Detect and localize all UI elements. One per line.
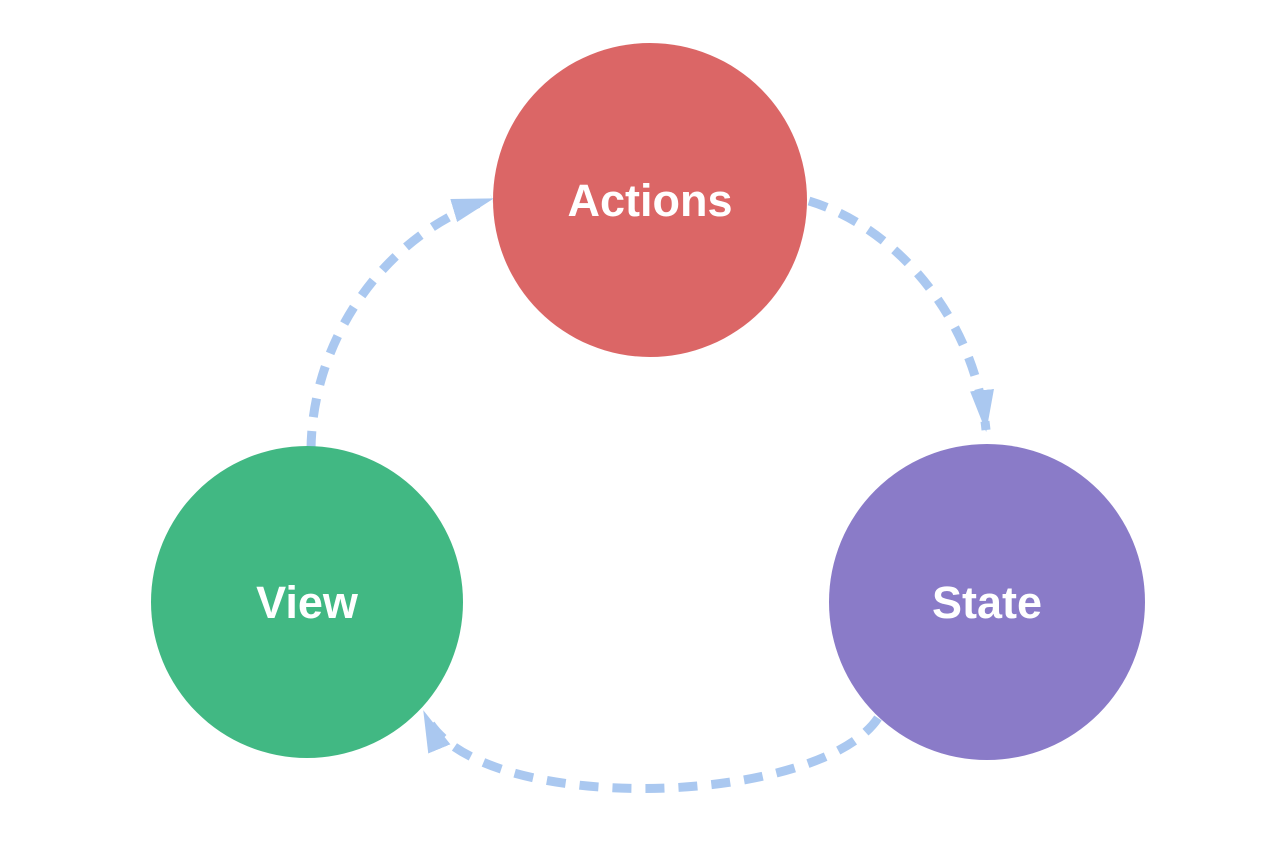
- actions-label: Actions: [567, 175, 732, 226]
- node-view: View: [151, 446, 463, 758]
- view-label: View: [256, 577, 359, 628]
- node-state: State: [829, 444, 1145, 760]
- edge-state-to-view: [419, 710, 882, 793]
- edge-view-to-actions: [306, 194, 494, 451]
- state-circle: [829, 444, 1145, 760]
- edges: [306, 194, 994, 793]
- edge-actions-to-state: [807, 196, 994, 432]
- node-actions: Actions: [493, 43, 807, 357]
- state-label: State: [932, 577, 1042, 628]
- actions-circle: [493, 43, 807, 357]
- view-circle: [151, 446, 463, 758]
